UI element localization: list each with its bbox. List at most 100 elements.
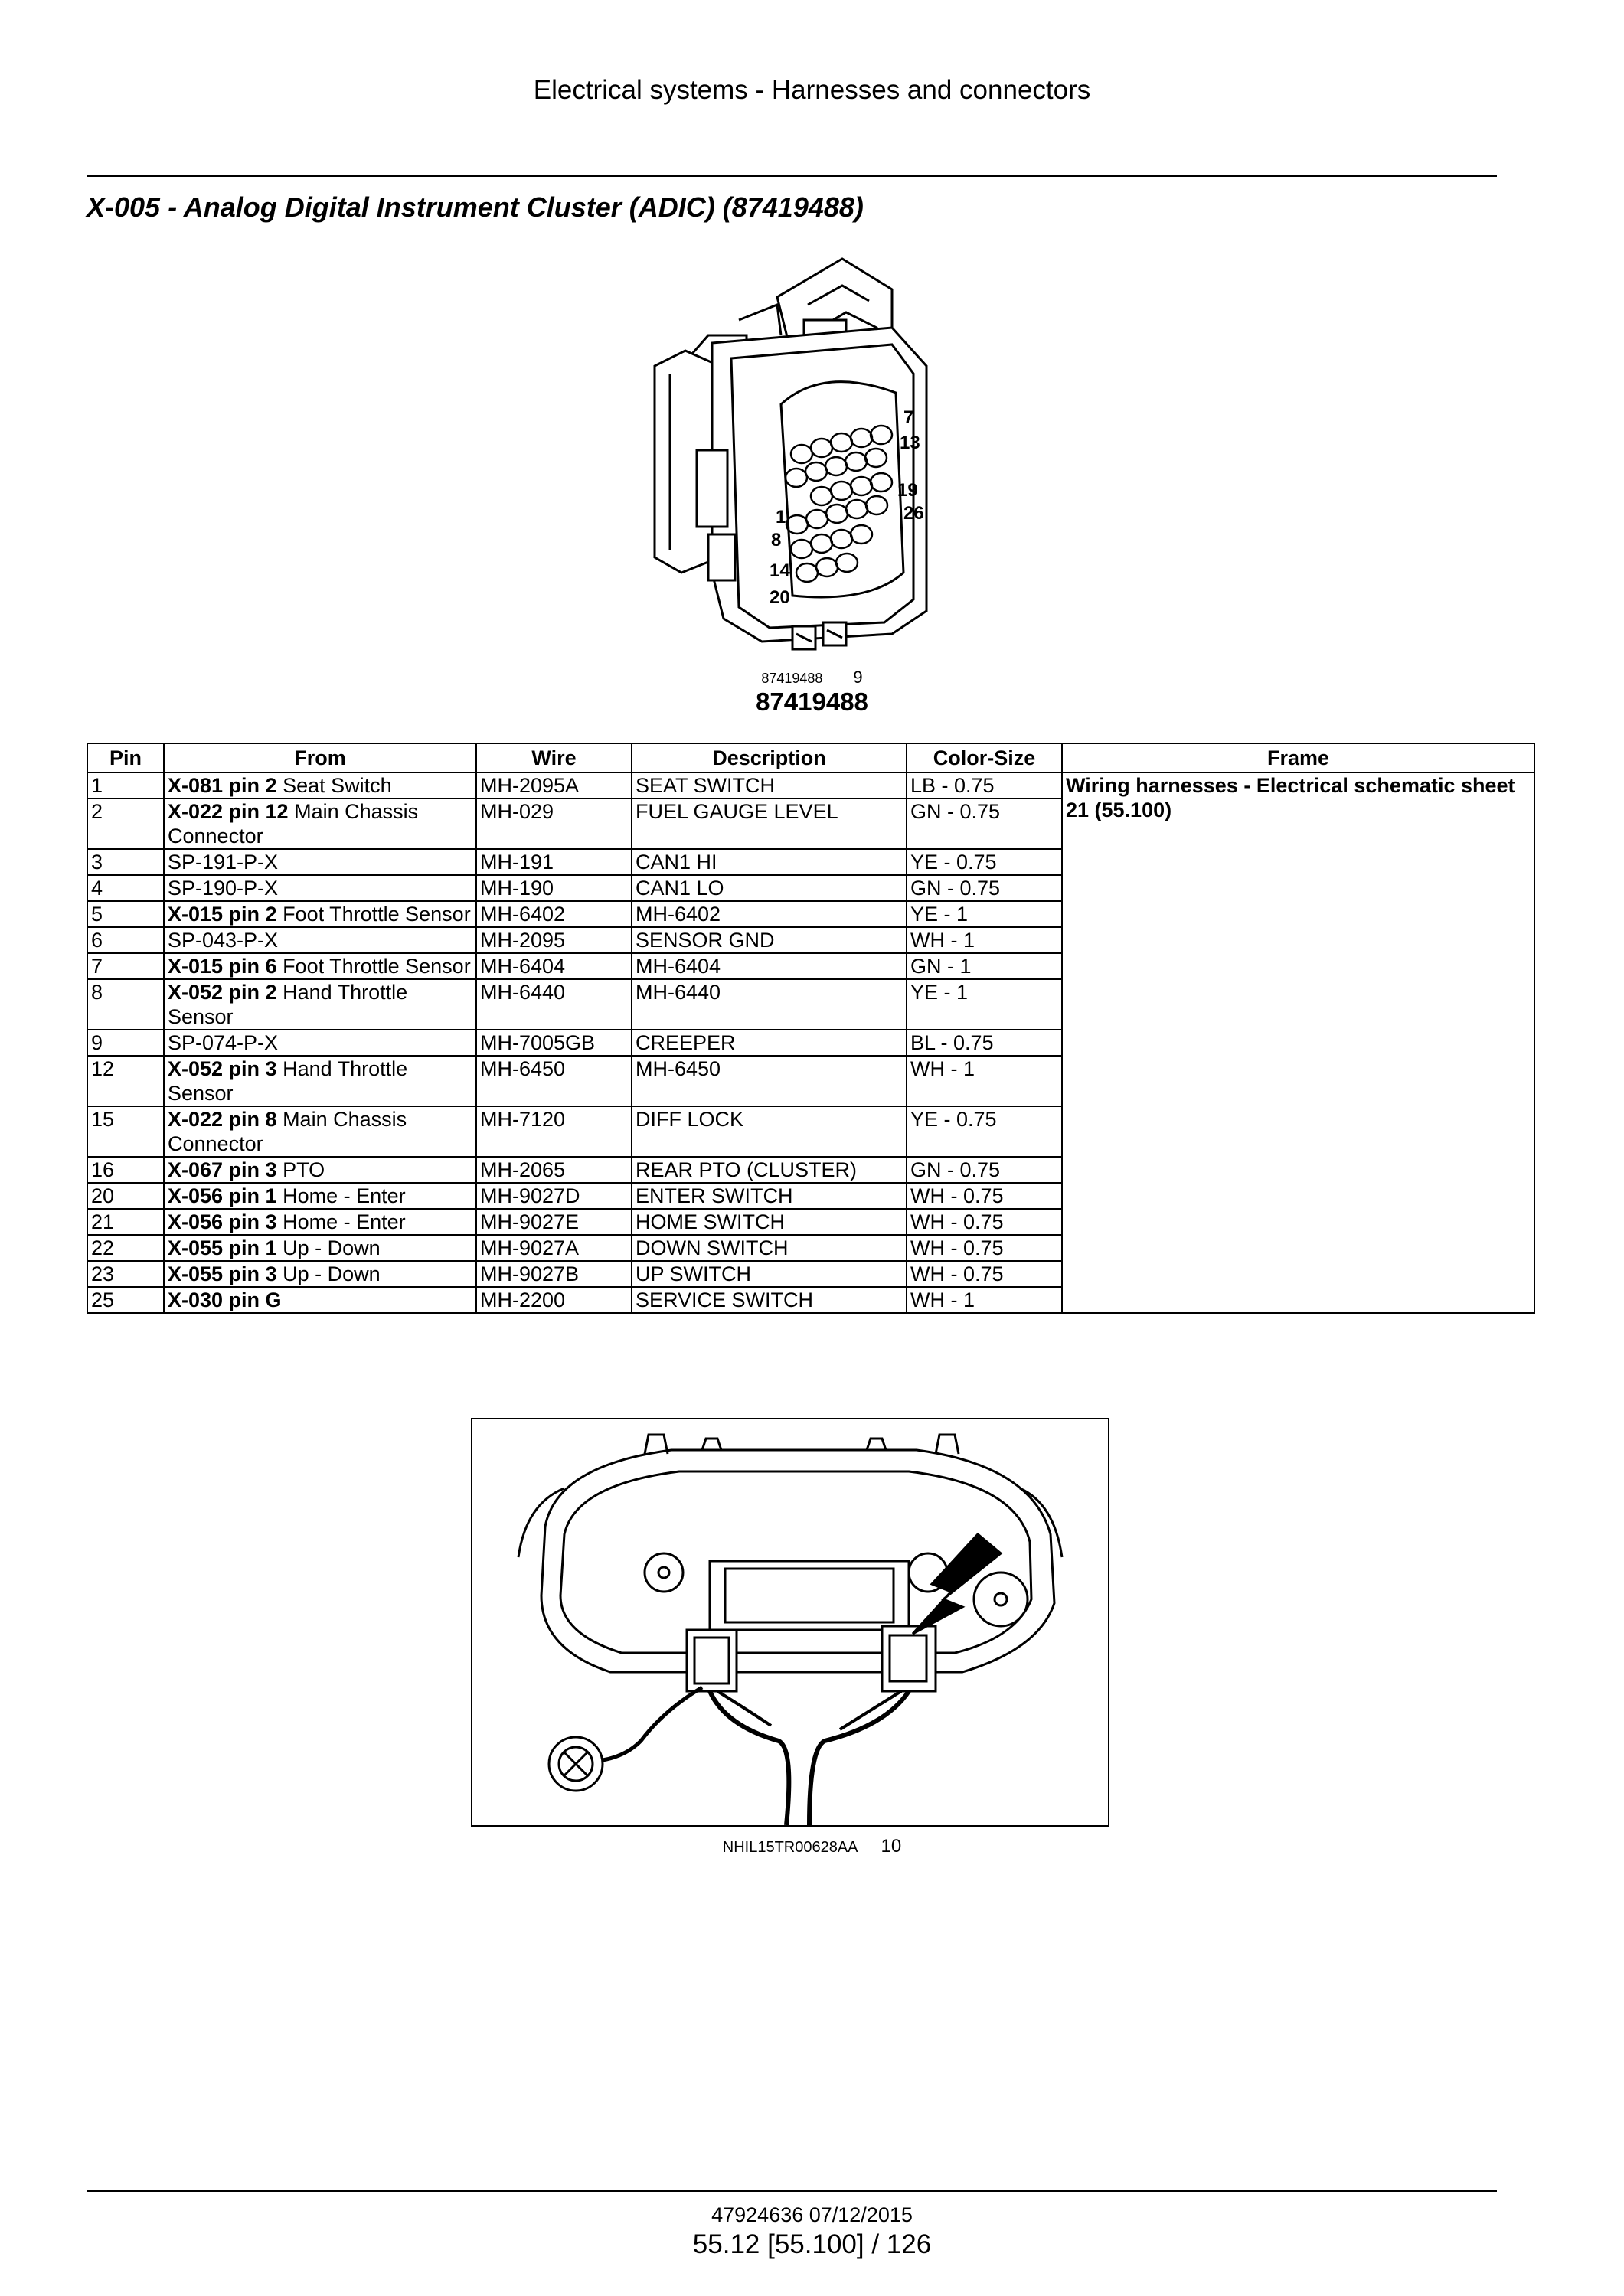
from-name: Seat Switch [276, 774, 392, 797]
connector-illustration: 7 13 19 26 1 8 14 20 [639, 251, 1007, 665]
cell-description: MH-6450 [631, 1055, 907, 1107]
pin-label: 14 [770, 560, 790, 581]
from-connector: X-022 pin 12 [168, 800, 289, 823]
cell-pin: 25 [87, 1286, 165, 1314]
from-name: SP-074-P-X [168, 1031, 279, 1054]
footer-doc-info: 47924636 07/12/2015 [711, 2203, 913, 2226]
figure1-ref: 9 [853, 668, 863, 687]
cell-wire: MH-9027B [475, 1260, 632, 1288]
col-description: Description [631, 743, 907, 773]
cell-description: SENSOR GND [631, 926, 907, 954]
cell-wire: MH-9027E [475, 1208, 632, 1236]
cell-from: SP-191-P-X [163, 848, 477, 876]
pin-label: 20 [770, 587, 790, 608]
from-connector: X-015 pin 2 [168, 903, 277, 926]
cell-color-size: WH - 0.75 [906, 1208, 1063, 1236]
from-name: PTO [276, 1158, 325, 1181]
col-pin: Pin [87, 743, 165, 773]
instrument-cluster-illustration [471, 1418, 1109, 1827]
cell-pin: 3 [87, 848, 165, 876]
cell-description: DOWN SWITCH [631, 1234, 907, 1262]
cell-wire: MH-6402 [475, 900, 632, 928]
cell-pin: 1 [87, 772, 165, 799]
cell-from: X-015 pin 2 Foot Throttle Sensor [163, 900, 477, 928]
cell-description: CREEPER [631, 1029, 907, 1057]
cell-from: X-022 pin 12 Main Chassis Connector [163, 798, 477, 850]
from-connector: X-022 pin 8 [168, 1108, 277, 1131]
cell-description: REAR PTO (CLUSTER) [631, 1156, 907, 1184]
cell-color-size: GN - 1 [906, 952, 1063, 980]
from-connector: X-081 pin 2 [168, 774, 277, 797]
cell-pin: 20 [87, 1182, 165, 1210]
cell-frame: Wiring harnesses - Electrical schematic … [1061, 772, 1535, 1314]
from-name: Hand Throttle Sensor [168, 1057, 413, 1105]
figure1-code: 87419488 [761, 671, 823, 686]
cell-color-size: GN - 0.75 [906, 798, 1063, 850]
cell-pin: 9 [87, 1029, 165, 1057]
cell-color-size: GN - 0.75 [906, 874, 1063, 902]
cell-pin: 23 [87, 1260, 165, 1288]
cell-from: X-081 pin 2 Seat Switch [163, 772, 477, 799]
from-name: Main Chassis Connector [168, 1108, 413, 1155]
cell-from: X-055 pin 3 Up - Down [163, 1260, 477, 1288]
cell-pin: 2 [87, 798, 165, 850]
cell-from: X-022 pin 8 Main Chassis Connector [163, 1106, 477, 1158]
cell-pin: 16 [87, 1156, 165, 1184]
page-header: Electrical systems - Harnesses and conne… [533, 75, 1091, 105]
col-frame: Frame [1061, 743, 1535, 773]
from-connector: X-052 pin 2 [168, 981, 277, 1004]
cell-description: MH-6404 [631, 952, 907, 980]
cell-description: ENTER SWITCH [631, 1182, 907, 1210]
pin-label: 26 [903, 503, 924, 524]
from-name: Up - Down [276, 1262, 381, 1285]
cell-wire: MH-190 [475, 874, 632, 902]
cell-color-size: WH - 1 [906, 1286, 1063, 1314]
header-rule [87, 175, 1497, 177]
cell-wire: MH-6404 [475, 952, 632, 980]
cell-wire: MH-9027D [475, 1182, 632, 1210]
from-connector: X-055 pin 3 [168, 1262, 277, 1285]
from-name: SP-043-P-X [168, 929, 279, 952]
cell-wire: MH-7120 [475, 1106, 632, 1158]
cell-from: SP-190-P-X [163, 874, 477, 902]
col-color-size: Color-Size [906, 743, 1063, 773]
cell-color-size: WH - 1 [906, 926, 1063, 954]
cell-color-size: WH - 1 [906, 1055, 1063, 1107]
cell-description: DIFF LOCK [631, 1106, 907, 1158]
cell-description: HOME SWITCH [631, 1208, 907, 1236]
cell-description: UP SWITCH [631, 1260, 907, 1288]
part-number: 87419488 [756, 687, 868, 716]
cell-pin: 12 [87, 1055, 165, 1107]
pin-label: 7 [903, 407, 913, 428]
cell-pin: 21 [87, 1208, 165, 1236]
cell-color-size: WH - 0.75 [906, 1182, 1063, 1210]
from-name: Home - Enter [276, 1184, 406, 1207]
cell-wire: MH-2095 [475, 926, 632, 954]
cell-wire: MH-2095A [475, 772, 632, 799]
pin-label: 1 [776, 507, 786, 527]
cell-from: X-067 pin 3 PTO [163, 1156, 477, 1184]
from-connector: X-056 pin 1 [168, 1184, 277, 1207]
cell-pin: 8 [87, 978, 165, 1030]
figure1-caption: 87419488 9 [0, 668, 1624, 687]
from-name: SP-191-P-X [168, 851, 279, 874]
from-connector: X-052 pin 3 [168, 1057, 277, 1080]
cell-description: MH-6402 [631, 900, 907, 928]
cell-from: X-055 pin 1 Up - Down [163, 1234, 477, 1262]
from-name: Foot Throttle Sensor [276, 903, 471, 926]
cell-description: SEAT SWITCH [631, 772, 907, 799]
cell-pin: 15 [87, 1106, 165, 1158]
